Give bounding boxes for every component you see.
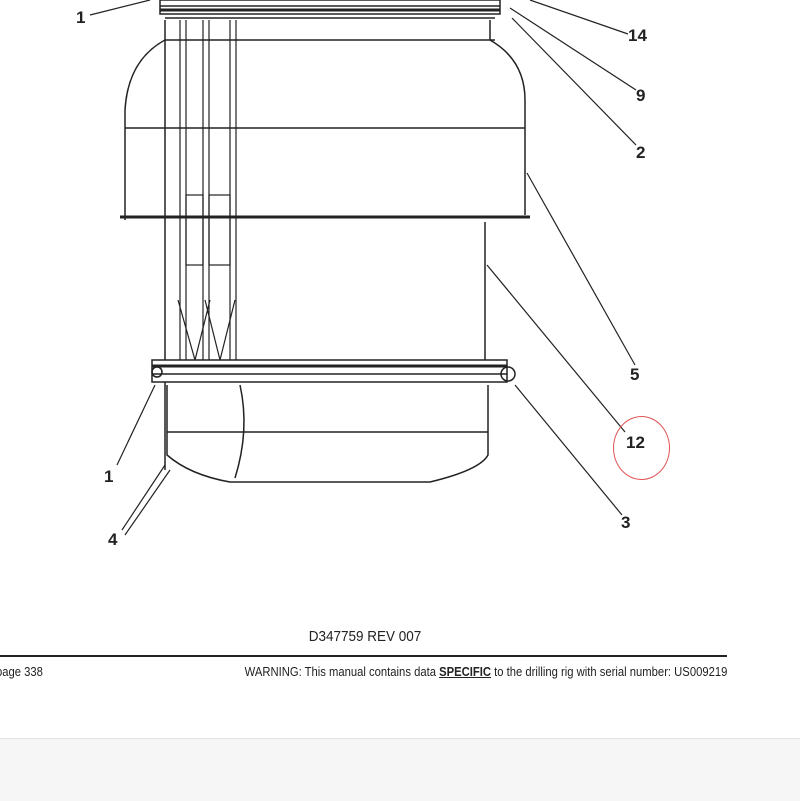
callout-14: 14: [628, 26, 647, 45]
document-number: D347759 REV 007: [308, 628, 422, 645]
top-flange: [159, 0, 501, 15]
warning-emphasis: SPECIFIC: [438, 665, 491, 679]
callout-3: 3: [621, 513, 631, 532]
callout-9: 9: [636, 86, 646, 105]
upper-housing: [164, 20, 526, 470]
lower-bowl: [166, 385, 489, 483]
callout-5: 5: [630, 365, 640, 384]
highlight-circle: [613, 416, 670, 480]
callout-1-bottom: 1: [104, 467, 114, 486]
callout-2: 2: [636, 143, 646, 162]
footer-divider: [0, 655, 727, 657]
warning-notice: WARNING: This manual contains data SPECI…: [244, 665, 727, 679]
technical-drawing: [89, 0, 637, 536]
viewer-bottom-area: [0, 738, 800, 801]
callout-1-top: 1: [76, 8, 86, 27]
warning-suffix: to the drilling rig with serial number: …: [490, 665, 727, 679]
lower-flange: [151, 359, 508, 383]
callout-4: 4: [108, 530, 118, 549]
page-number: page 338: [0, 665, 43, 679]
warning-prefix: WARNING: This manual contains data: [244, 665, 439, 679]
